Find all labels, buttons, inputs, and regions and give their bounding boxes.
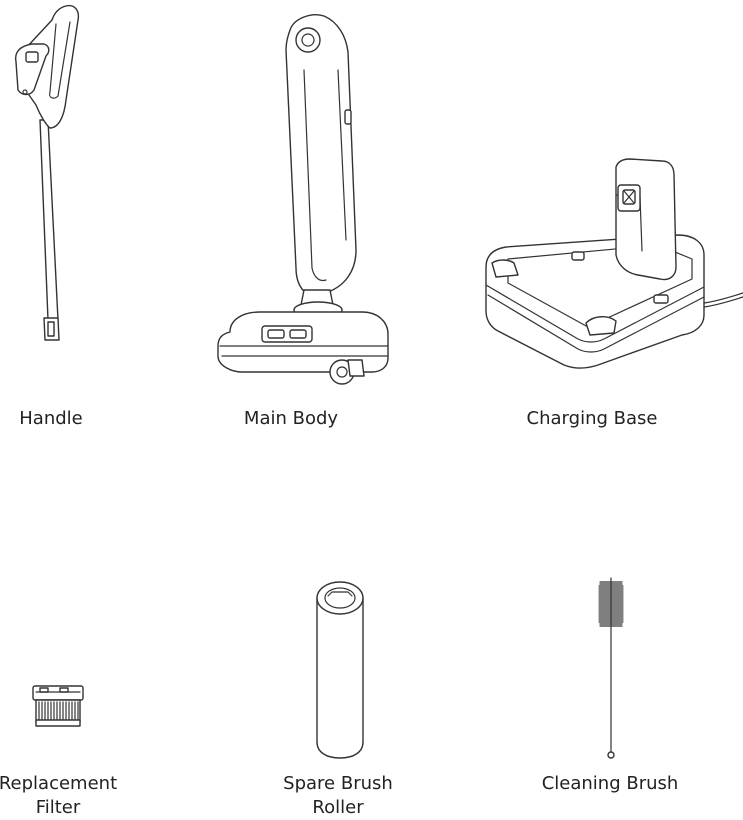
handle-label: Handle — [19, 408, 83, 429]
spare-brush-roller-label-line1: Spare Brush — [283, 773, 393, 794]
replacement-filter-illustration — [32, 685, 84, 727]
cleaning-brush-illustration — [598, 577, 624, 759]
spare-brush-roller-label: Spare Brush Roller — [272, 772, 404, 820]
main-body-illustration — [217, 14, 389, 385]
replacement-filter-label-line1: Replacement — [0, 773, 118, 794]
spare-brush-roller-illustration — [316, 581, 364, 759]
main-body-label: Main Body — [243, 408, 339, 429]
handle-illustration — [14, 4, 80, 341]
replacement-filter-label-line2: Filter — [35, 797, 81, 818]
replacement-filter-label: Replacement Filter — [0, 772, 118, 820]
charging-base-label: Charging Base — [526, 408, 658, 429]
cleaning-brush-label: Cleaning Brush — [541, 773, 679, 794]
charging-base-illustration — [485, 158, 743, 369]
spare-brush-roller-label-line2: Roller — [312, 797, 364, 818]
